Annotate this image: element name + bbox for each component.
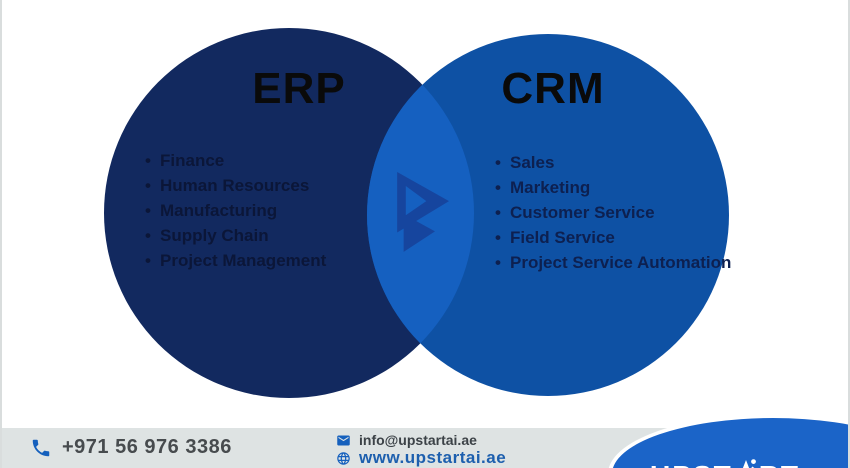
erp-title: ERP xyxy=(252,64,346,113)
email-address[interactable]: info@upstartai.ae xyxy=(359,432,477,448)
crm-feature-list: Sales Marketing Customer Service Field S… xyxy=(495,150,731,275)
upstart-logo: UPST RT xyxy=(650,459,800,468)
online-contacts: info@upstartai.ae www.upstartai.ae xyxy=(336,431,506,467)
erp-feature-list: Finance Human Resources Manufacturing Su… xyxy=(145,148,326,273)
phone-contact[interactable]: +971 56 976 3386 xyxy=(30,436,232,459)
list-item: Manufacturing xyxy=(145,198,326,223)
phone-icon xyxy=(32,439,50,456)
brand-arrow-icon xyxy=(737,459,756,468)
globe-icon xyxy=(337,451,350,465)
contact-footer: +971 56 976 3386 info@upstartai.ae www.u… xyxy=(2,414,848,468)
list-item: Sales xyxy=(495,150,731,175)
list-item: Supply Chain xyxy=(145,223,326,248)
crm-title: CRM xyxy=(501,64,605,113)
email-contact[interactable]: info@upstartai.ae xyxy=(336,431,506,449)
list-item: Customer Service xyxy=(495,200,731,225)
dynamics-365-icon xyxy=(397,172,449,252)
list-item: Human Resources xyxy=(145,173,326,198)
website-contact[interactable]: www.upstartai.ae xyxy=(336,448,507,467)
list-item: Finance xyxy=(145,148,326,173)
list-item: Field Service xyxy=(495,225,731,250)
list-item: Marketing xyxy=(495,175,731,200)
brand-text-prefix: UPST xyxy=(650,460,733,468)
brand-text-suffix: RT xyxy=(759,460,800,468)
website-url[interactable]: www.upstartai.ae xyxy=(359,448,507,467)
list-item: Project Service Automation xyxy=(495,250,731,275)
list-item: Project Management xyxy=(145,248,326,273)
envelope-icon xyxy=(337,435,350,445)
phone-number[interactable]: +971 56 976 3386 xyxy=(62,436,232,458)
